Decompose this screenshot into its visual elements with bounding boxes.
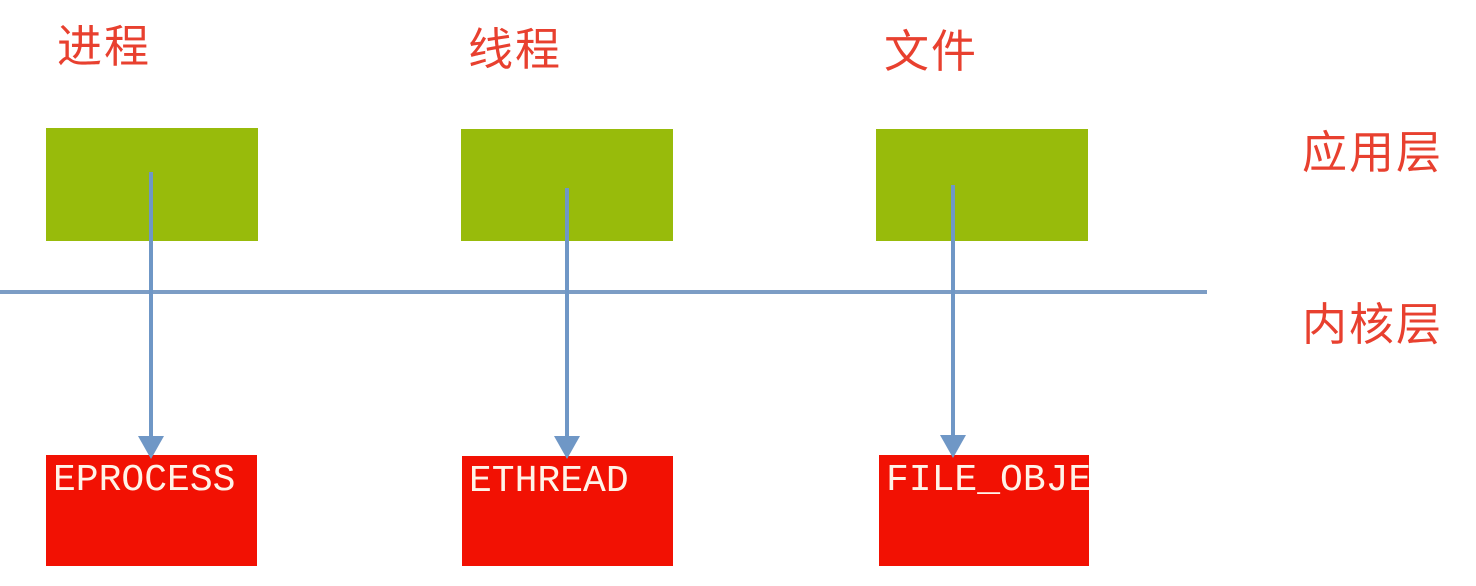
- ethread-box: ETHREAD: [462, 456, 673, 566]
- process-label: 进程: [57, 21, 152, 72]
- file-label: 文件: [884, 26, 979, 77]
- kernel-layer-label: 内核层: [1302, 299, 1444, 350]
- thread-label: 线程: [468, 24, 563, 75]
- thread-user-box: [461, 129, 673, 241]
- application-layer-label: 应用层: [1302, 127, 1444, 178]
- file-user-box: [876, 129, 1088, 241]
- file-object-box: FILE_OBJE: [879, 455, 1089, 566]
- process-user-box: [46, 128, 258, 241]
- eprocess-box: EPROCESS: [46, 455, 257, 566]
